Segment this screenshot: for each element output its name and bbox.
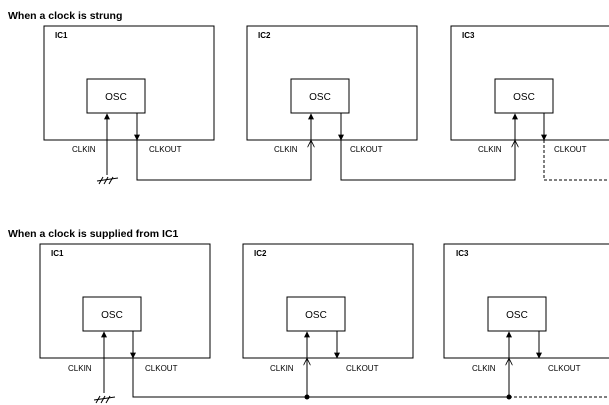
ic-label: IC2 — [254, 249, 267, 258]
clkin-label: CLKIN — [472, 364, 496, 373]
ic-outline — [443, 243, 609, 359]
osc-label: OSC — [101, 310, 123, 321]
osc-label: OSC — [506, 310, 528, 321]
osc-label: OSC — [309, 92, 331, 103]
wire-ic2-to-ic3 — [340, 140, 515, 181]
section-strung-clock: When a clock is strung IC1 OSC CLKIN CLK… — [8, 10, 609, 185]
ic-block-3: IC3 OSC CLKIN CLKOUT — [450, 25, 609, 154]
ic-label: IC1 — [55, 31, 68, 40]
clkout-label: CLKOUT — [149, 145, 182, 154]
ic-label: IC3 — [456, 249, 469, 258]
ic-block-1: IC1 OSC CLKIN CLKOUT — [43, 25, 215, 185]
clkin-label: CLKIN — [274, 145, 298, 154]
osc-box — [86, 78, 146, 114]
junction-dot — [304, 394, 310, 400]
ic-block-2: IC2 OSC CLKIN CLKOUT — [242, 243, 414, 373]
osc-box — [487, 296, 547, 332]
ground-hatch-icon — [96, 176, 119, 185]
clkout-label: CLKOUT — [145, 364, 178, 373]
osc-label: OSC — [105, 92, 127, 103]
ic-label: IC1 — [51, 249, 64, 258]
section-supplied-from-ic1: When a clock is supplied from IC1 IC1 OS… — [8, 228, 609, 404]
osc-label: OSC — [305, 310, 327, 321]
clkin-label: CLKIN — [68, 364, 92, 373]
ic-outline — [450, 25, 609, 141]
clkout-label: CLKOUT — [350, 145, 383, 154]
osc-box — [82, 296, 142, 332]
clkin-label: CLKIN — [72, 145, 96, 154]
ic-block-1: IC1 OSC CLKIN CLKOUT — [39, 243, 211, 404]
osc-box — [494, 78, 554, 114]
ic-block-3: IC3 OSC CLKIN CLKOUT — [443, 243, 609, 373]
osc-label: OSC — [513, 92, 535, 103]
clkin-label: CLKIN — [478, 145, 502, 154]
ground-hatch-icon — [93, 395, 116, 404]
clock-bus — [132, 358, 509, 398]
ic-label: IC2 — [258, 31, 271, 40]
ic-label: IC3 — [462, 31, 475, 40]
ic-block-2: IC2 OSC CLKIN CLKOUT — [246, 25, 418, 154]
osc-box — [290, 78, 350, 114]
wire-ic1-to-ic2 — [136, 140, 311, 181]
section-title: When a clock is strung — [8, 10, 122, 22]
osc-box — [286, 296, 346, 332]
wire-ic3-continuation — [543, 140, 609, 181]
clkin-label: CLKIN — [270, 364, 294, 373]
clkout-label: CLKOUT — [346, 364, 379, 373]
clkout-label: CLKOUT — [548, 364, 581, 373]
section-title: When a clock is supplied from IC1 — [8, 228, 179, 240]
clkout-label: CLKOUT — [554, 145, 587, 154]
